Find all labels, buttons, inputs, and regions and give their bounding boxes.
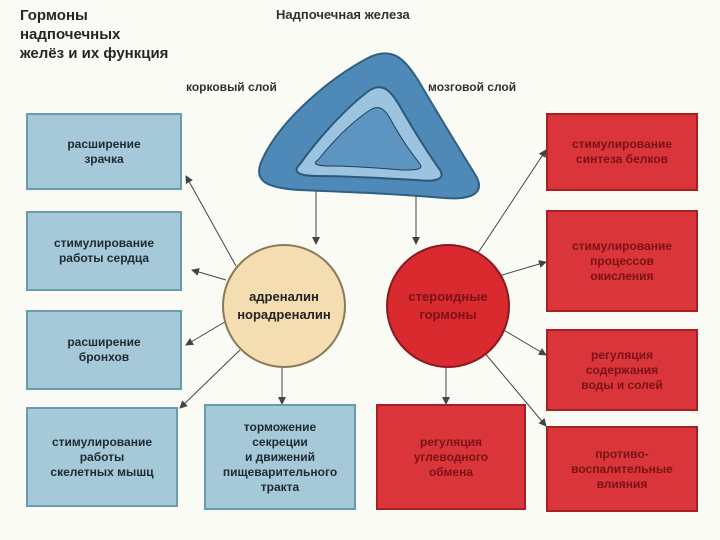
- diagram-title: Гормоны надпочечных желёз и их функция: [20, 7, 169, 62]
- box-oxidation-stimulation: стимулирование процессов окисления: [546, 210, 698, 312]
- gland-name: Надпочечная железа: [276, 7, 410, 22]
- box-carbohydrate-regulation: регуляция углеводного обмена: [376, 404, 526, 510]
- cortex-label: корковый слой: [186, 80, 277, 94]
- gland-inner-shape: [314, 107, 422, 171]
- arrow-left-2: [191, 268, 227, 281]
- box-pupil-dilation: расширение зрачка: [26, 113, 182, 190]
- hub-steroid-hormones: стероидные гормоны: [386, 244, 510, 368]
- box-protein-synthesis: стимулирование синтеза белков: [546, 113, 698, 191]
- hub-adrenaline: адреналин норадреналин: [222, 244, 346, 368]
- arrow-left-4: [179, 349, 241, 409]
- box-anti-inflammatory: противо- воспалительные влияния: [546, 426, 698, 512]
- box-muscle-stimulation: стимулирование работы скелетных мышц: [26, 407, 178, 507]
- box-heart-stimulation: стимулирование работы сердца: [26, 211, 182, 291]
- arrow-left-3: [185, 319, 229, 346]
- arrow-right-4: [477, 344, 547, 427]
- box-digestion-inhibition: торможение секреции и движений пищеварит…: [204, 404, 356, 510]
- box-water-salt-regulation: регуляция содержания воды и солей: [546, 329, 698, 411]
- box-bronchi-dilation: расширение бронхов: [26, 310, 182, 390]
- arrow-right-1: [471, 149, 547, 263]
- arrow-left-1: [185, 175, 237, 267]
- medulla-label: мозговой слой: [428, 80, 517, 94]
